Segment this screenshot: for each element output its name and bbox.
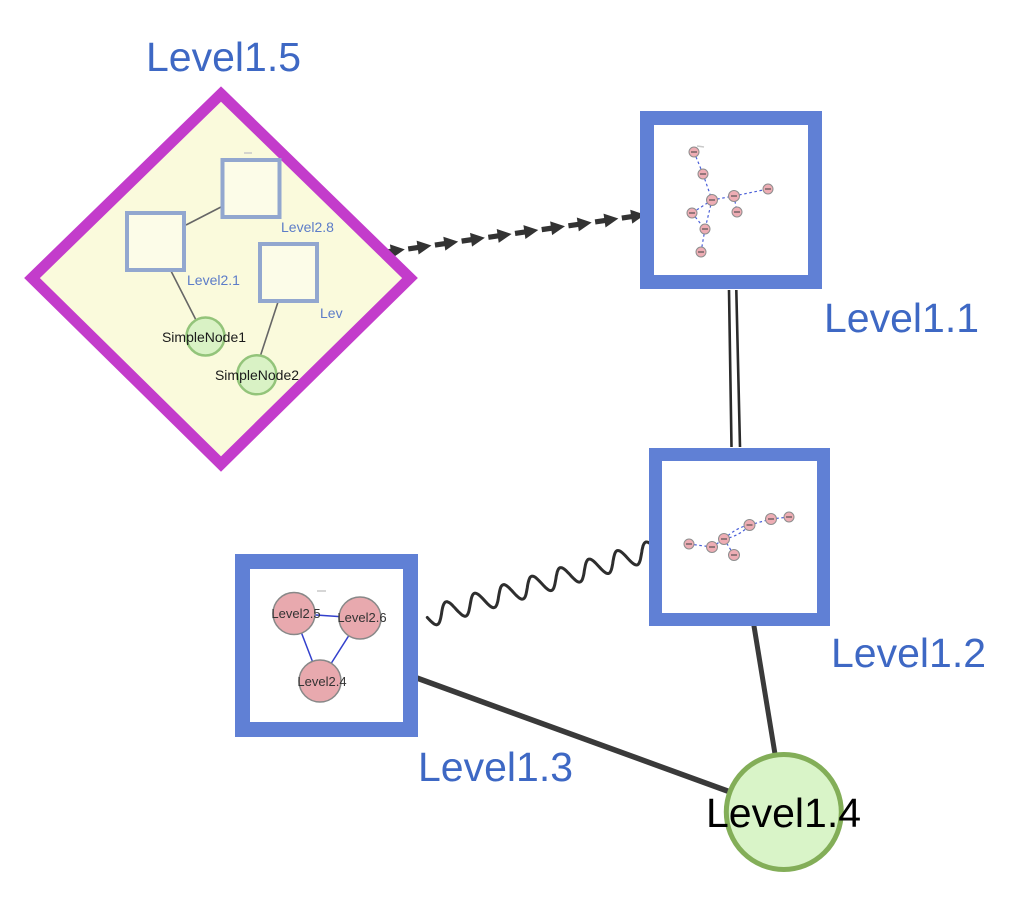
svg-text:Level2.1: Level2.1 <box>187 272 240 288</box>
svg-text:Lev: Lev <box>320 305 343 321</box>
svg-text:Level2.8: Level2.8 <box>281 219 334 235</box>
svg-text:Level1.3: Level1.3 <box>418 744 573 790</box>
svg-text:Level1.2: Level1.2 <box>831 630 986 676</box>
svg-text:Level2.6: Level2.6 <box>337 610 386 625</box>
svg-text:Level2.4: Level2.4 <box>297 674 346 689</box>
svg-text:Level1.5: Level1.5 <box>146 34 301 80</box>
svg-text:Level2.5: Level2.5 <box>271 606 320 621</box>
svg-text:Level1.4: Level1.4 <box>706 790 861 836</box>
svg-text:Level1.1: Level1.1 <box>824 295 979 341</box>
svg-text:SimpleNode1: SimpleNode1 <box>162 329 246 345</box>
svg-text:SimpleNode2: SimpleNode2 <box>215 367 299 383</box>
